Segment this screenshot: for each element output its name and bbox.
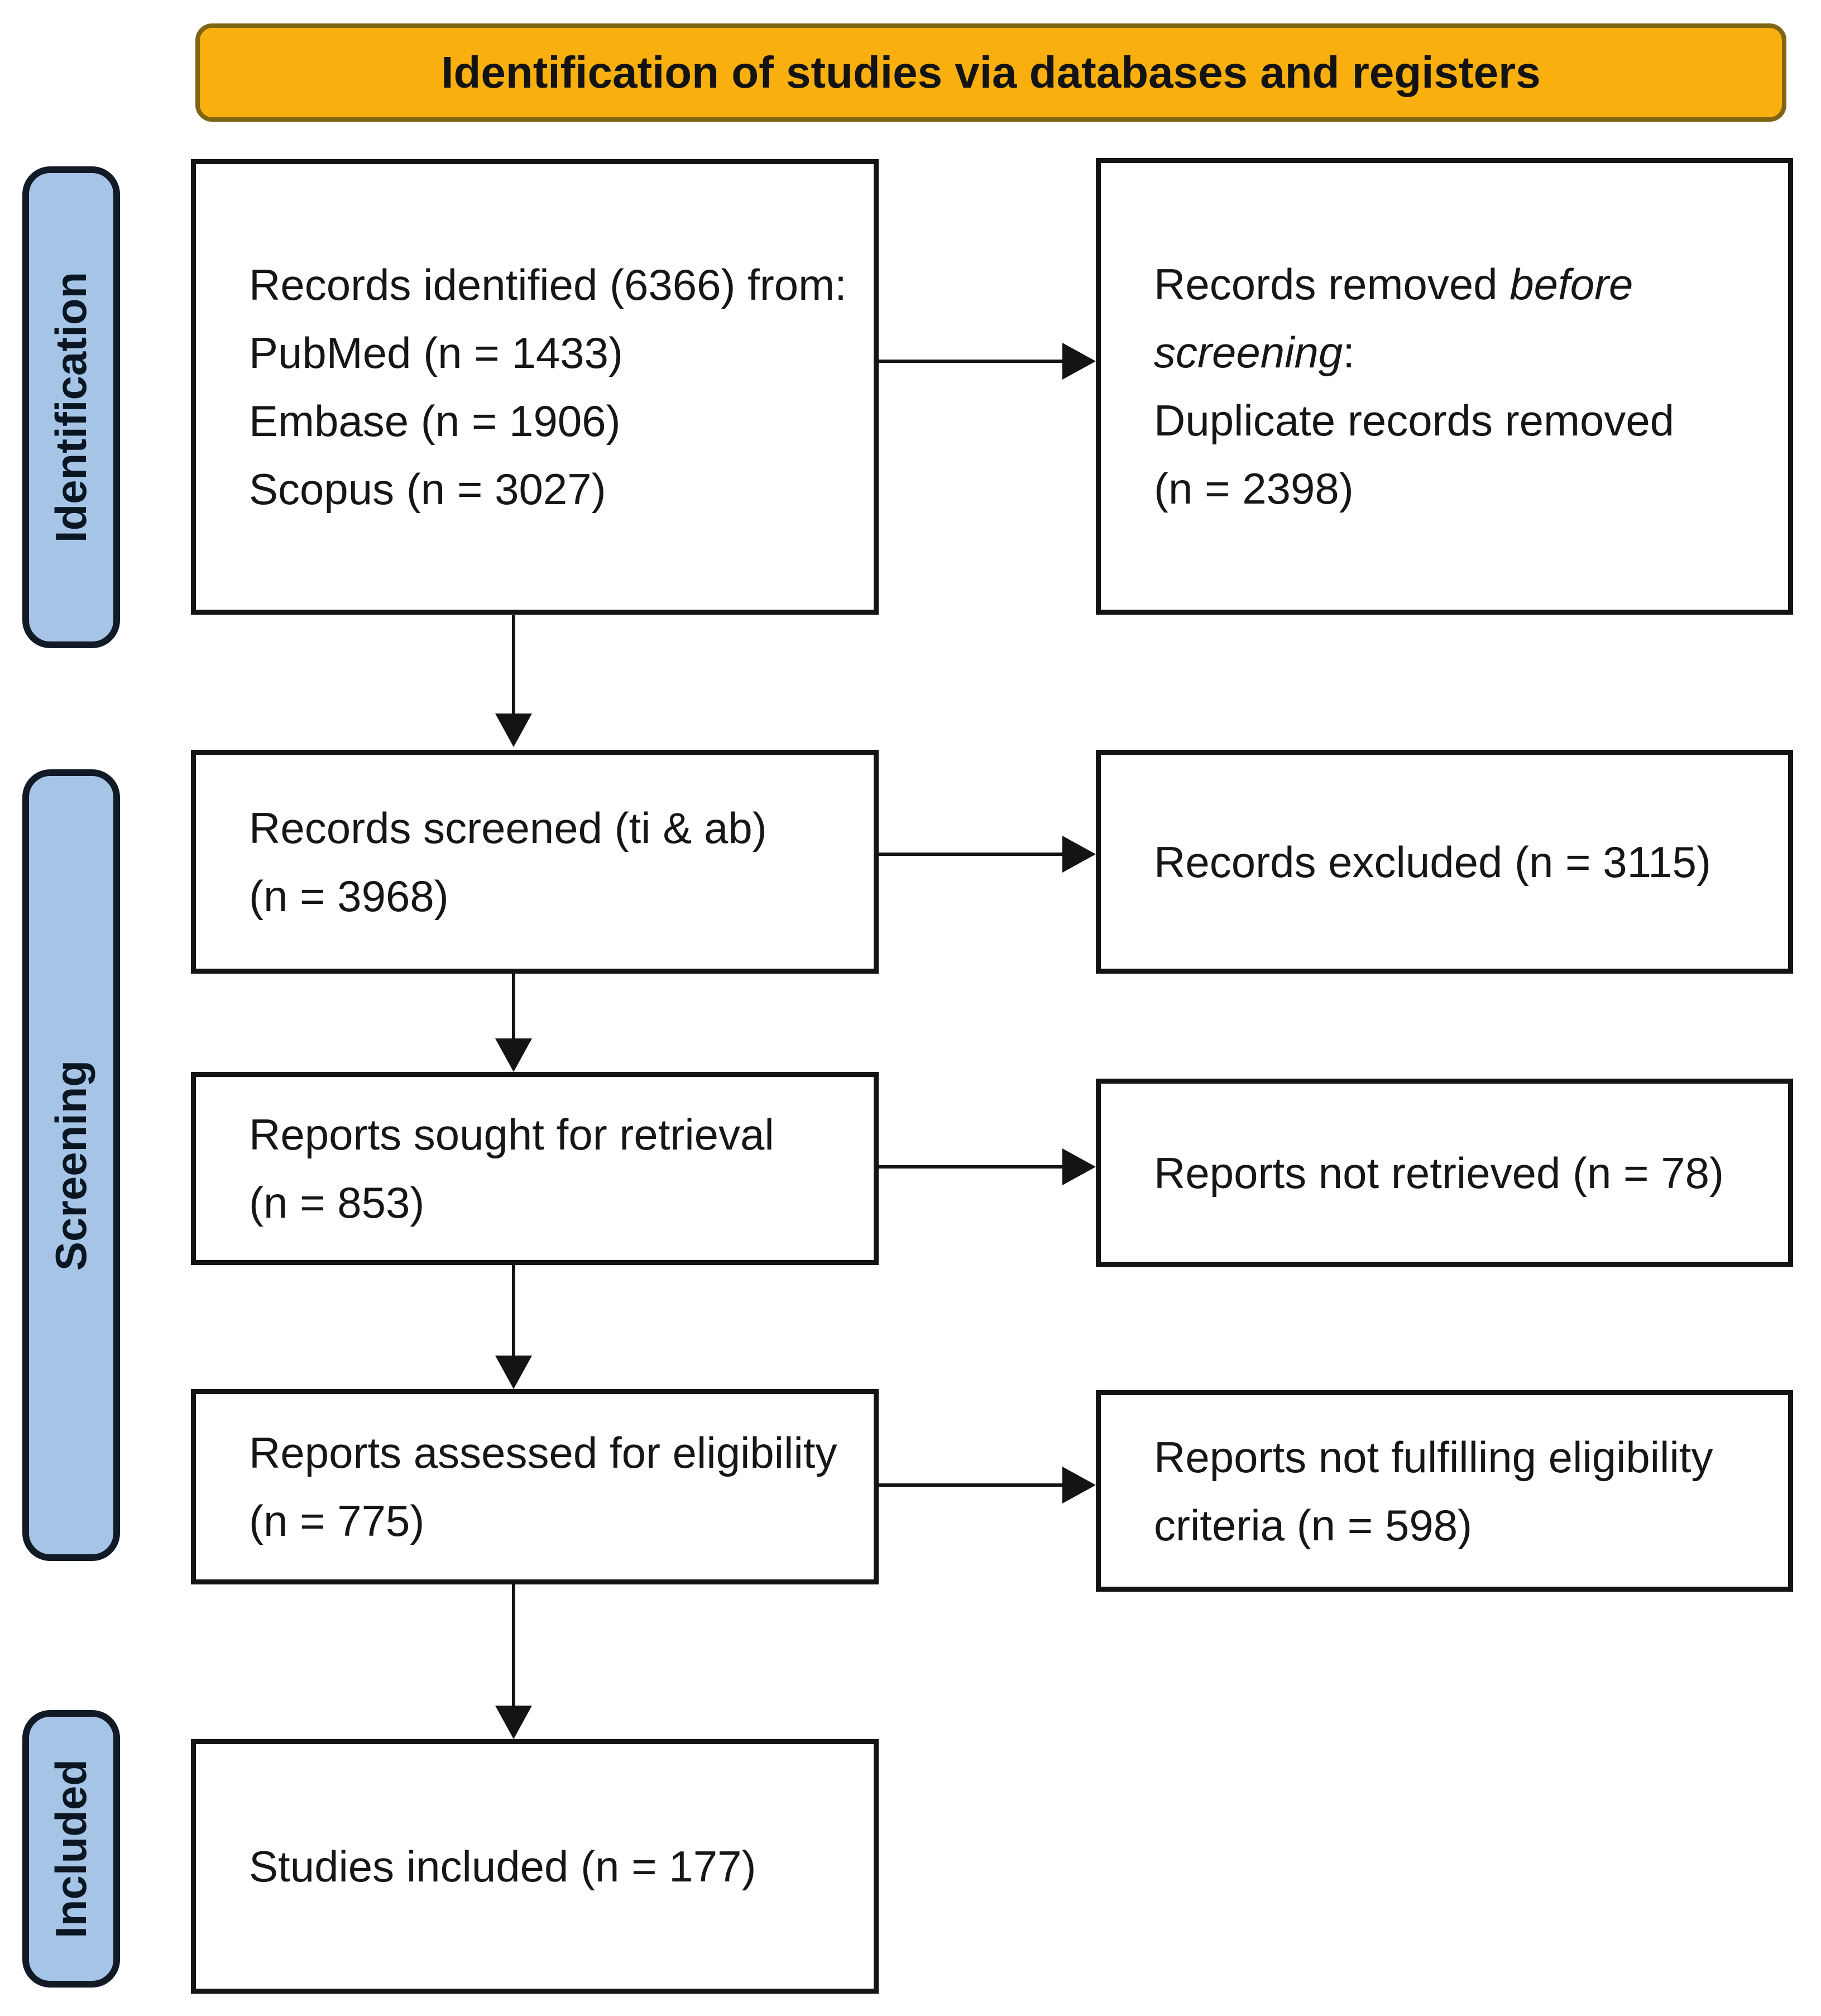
arrow-line — [512, 615, 515, 713]
box-reports-assessed: Reports assessed for eligibility(n = 775… — [191, 1389, 879, 1584]
arrow-head-right-icon — [1062, 1148, 1096, 1185]
stage-label-included: Included — [46, 1759, 95, 1938]
arrow-head-down-icon — [495, 1038, 532, 1072]
box-reports-not-retrieved: Reports not retrieved (n = 78) — [1096, 1079, 1793, 1267]
stage-pill-screening: Screening — [22, 769, 120, 1561]
arrow-line — [879, 1165, 1062, 1169]
arrow-line — [512, 1265, 515, 1356]
arrow-line — [879, 360, 1062, 363]
arrow-head-down-icon — [495, 1356, 532, 1389]
header-banner: Identification of studies via databases … — [195, 23, 1786, 122]
stage-pill-included: Included — [22, 1710, 120, 1988]
arrow-line — [512, 1584, 515, 1706]
stage-label-identification: Identification — [46, 271, 95, 543]
arrow-line — [879, 1483, 1062, 1487]
arrow-head-right-icon — [1062, 343, 1096, 380]
stage-pill-identification: Identification — [22, 166, 120, 648]
box-records-identified: Records identified (6366) from:PubMed (n… — [191, 159, 879, 615]
arrow-head-right-icon — [1062, 836, 1096, 873]
arrow-head-down-icon — [495, 1706, 532, 1739]
stage-label-screening: Screening — [46, 1060, 96, 1271]
box-records-screened: Records screened (ti & ab)(n = 3968) — [191, 750, 879, 974]
diagram-title: Identification of studies via databases … — [441, 47, 1541, 97]
arrow-head-right-icon — [1062, 1467, 1096, 1503]
box-records-excluded: Records excluded (n = 3115) — [1096, 750, 1793, 974]
arrow-line — [512, 974, 515, 1038]
arrow-head-down-icon — [495, 713, 532, 747]
arrow-line — [879, 853, 1062, 856]
box-studies-included: Studies included (n = 177) — [191, 1739, 879, 1994]
box-reports-sought: Reports sought for retrieval(n = 853) — [191, 1072, 879, 1265]
